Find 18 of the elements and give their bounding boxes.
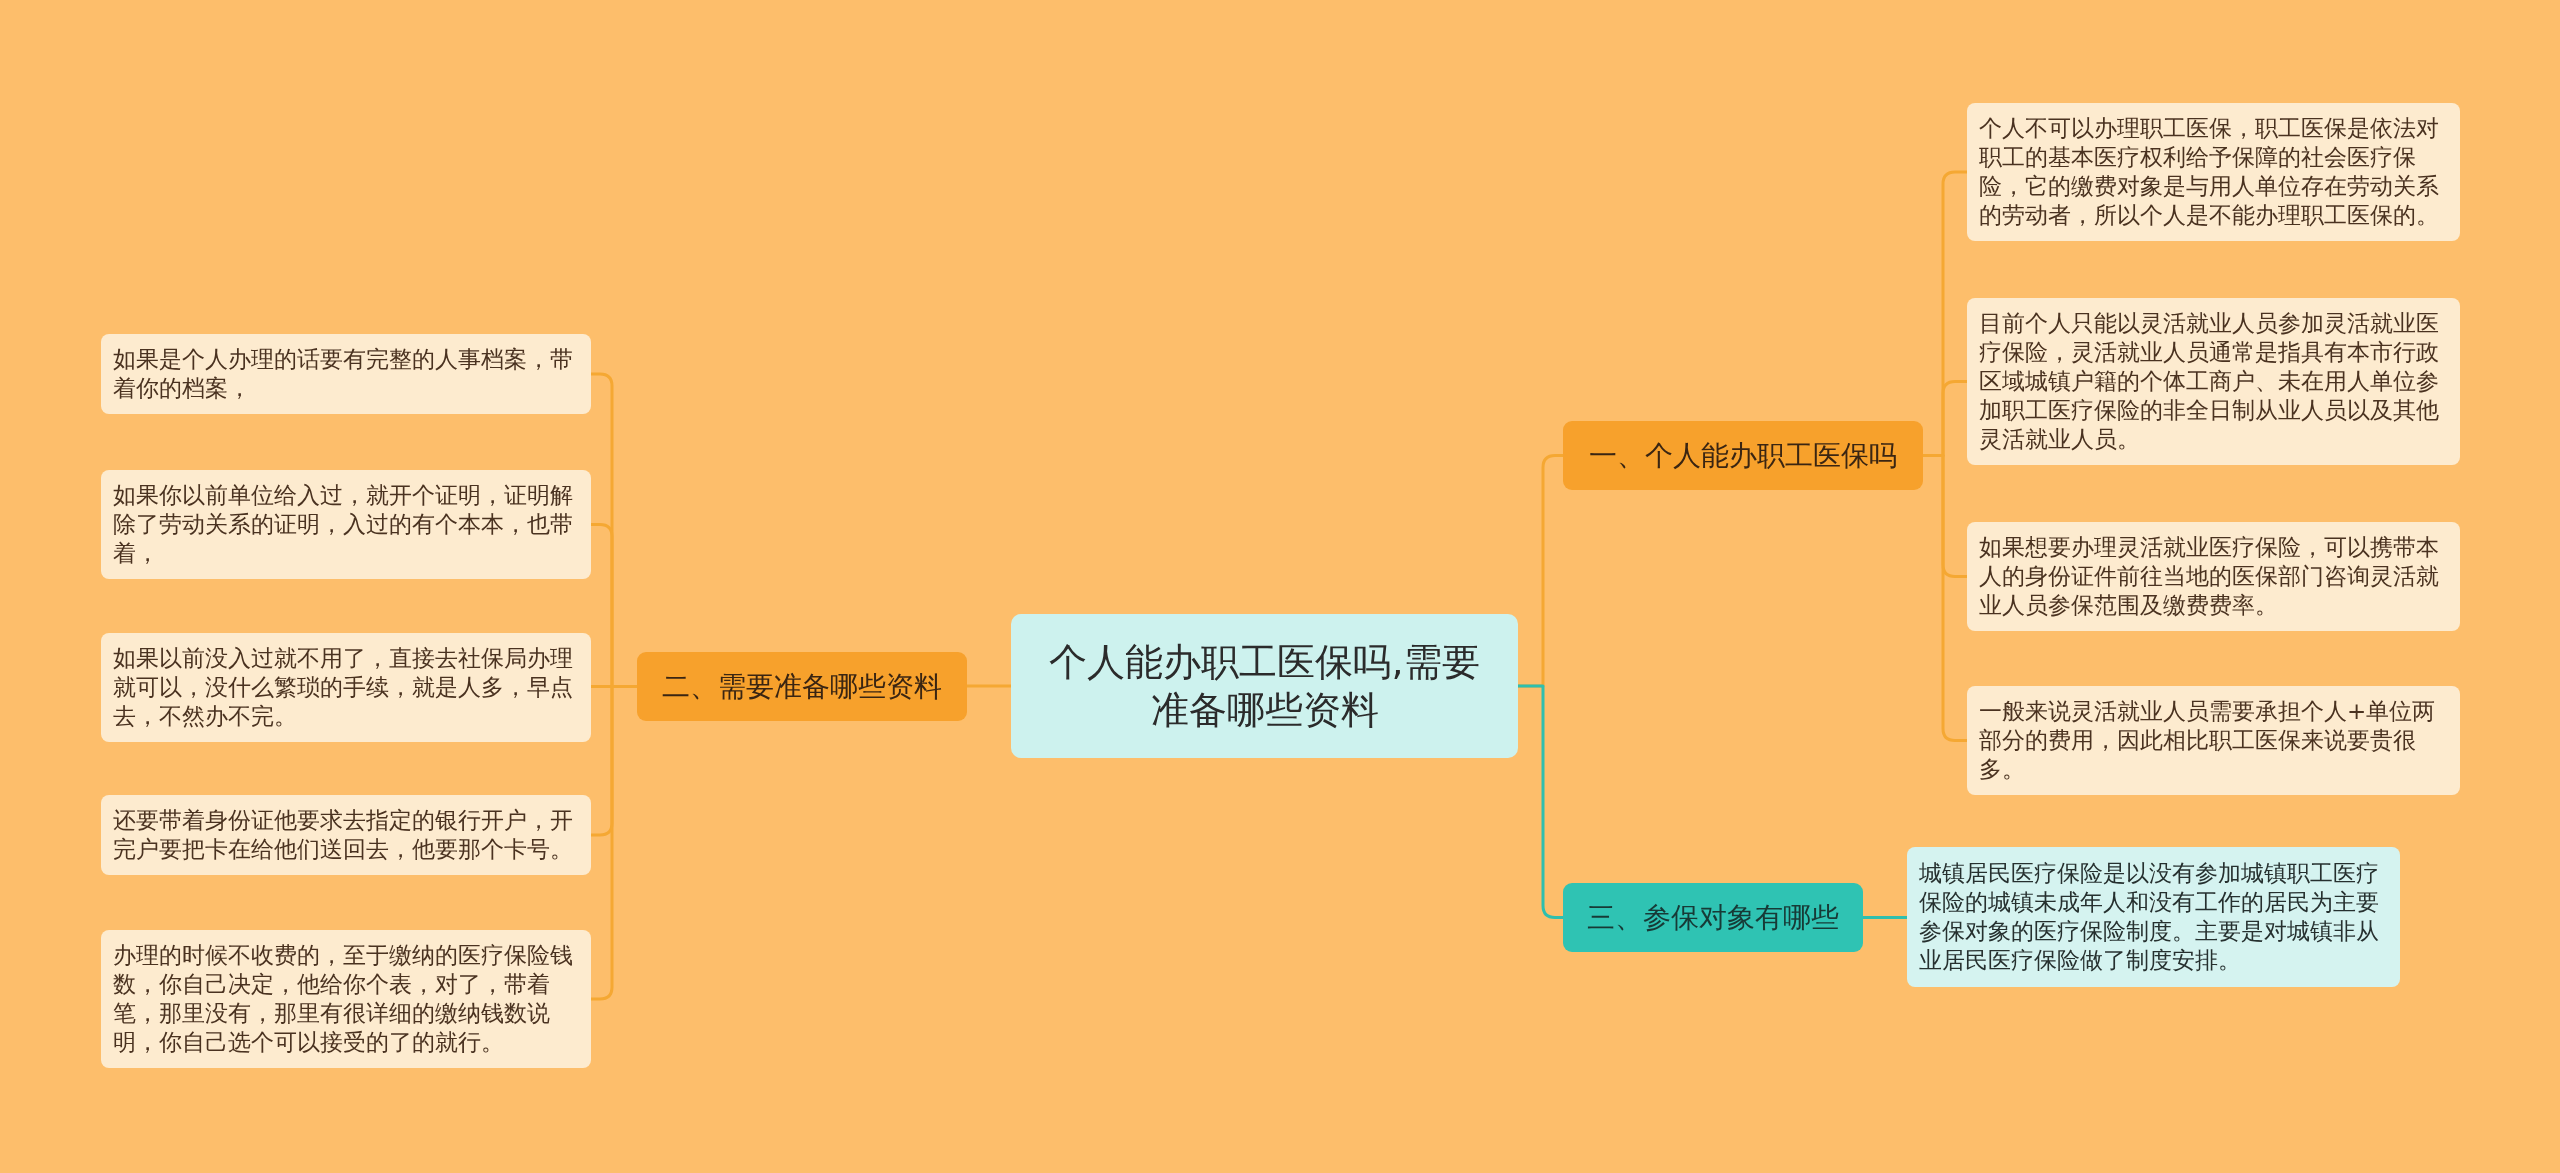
note-box: 个人不可以办理职工医保，职工医保是依法对职工的基本医疗权利给予保障的社会医疗保险，它的缴费对象是与用人单位存在劳动关系的劳动者，所以个人是不能办理职工医保的。 [1967,103,2460,241]
connector-line [1923,454,1967,742]
branch-box: 一、个人能办职工医保吗 [1563,421,1923,490]
note-box: 如果想要办理灵活就业医疗保险，可以携带本人的身份证件前往当地的医保部门咨询灵活就业人员参保范围及缴费费率。 [1967,522,2460,631]
topic-box: 个人能办职工医保吗,需要准备哪些资料 [1011,614,1518,758]
branch-box: 三、参保对象有哪些 [1563,883,1863,952]
note-box: 如果以前没入过就不用了，直接去社保局办理就可以，没什么繁琐的手续，就是人多，早点去，不然办不完。 [101,633,591,742]
note-box: 城镇居民医疗保险是以没有参加城镇职工医疗保险的城镇未成年人和没有工作的居民为主要参保对象的医疗保险制度。主要是对城镇非从业居民医疗保险做了制度安排。 [1907,847,2400,987]
note-box: 如果是个人办理的话要有完整的人事档案，带着你的档案， [101,334,591,414]
note-box: 目前个人只能以灵活就业人员参加灵活就业医疗保险，灵活就业人员通常是指具有本市行政区域城镇户籍的个体工商户、未在用人单位参加职工医疗保险的非全日制从业人员以及其他灵活就业人员。 [1967,298,2460,465]
note-box: 办理的时候不收费的，至于缴纳的医疗保险钱数，你自己决定，他给你个表，对了，带着笔，那里没有，那里有很详细的缴纳钱数说明，你自己选个可以接受的了的就行。 [101,930,591,1068]
branch-box: 二、需要准备哪些资料 [637,652,967,721]
connector-line [967,684,1011,688]
note-box: 如果你以前单位给入过，就开个证明，证明解除了劳动关系的证明，入过的有个本本，也带着， [101,470,591,579]
connector-line [1518,684,1563,919]
connector-line [1863,916,1907,919]
note-box: 一般来说灵活就业人员需要承担个人+单位两部分的费用，因此相比职工医保来说要贵很多。 [1967,686,2460,795]
note-box: 还要带着身份证他要求去指定的银行开户，开完户要把卡在给他们送回去，他要那个卡号。 [101,795,591,875]
